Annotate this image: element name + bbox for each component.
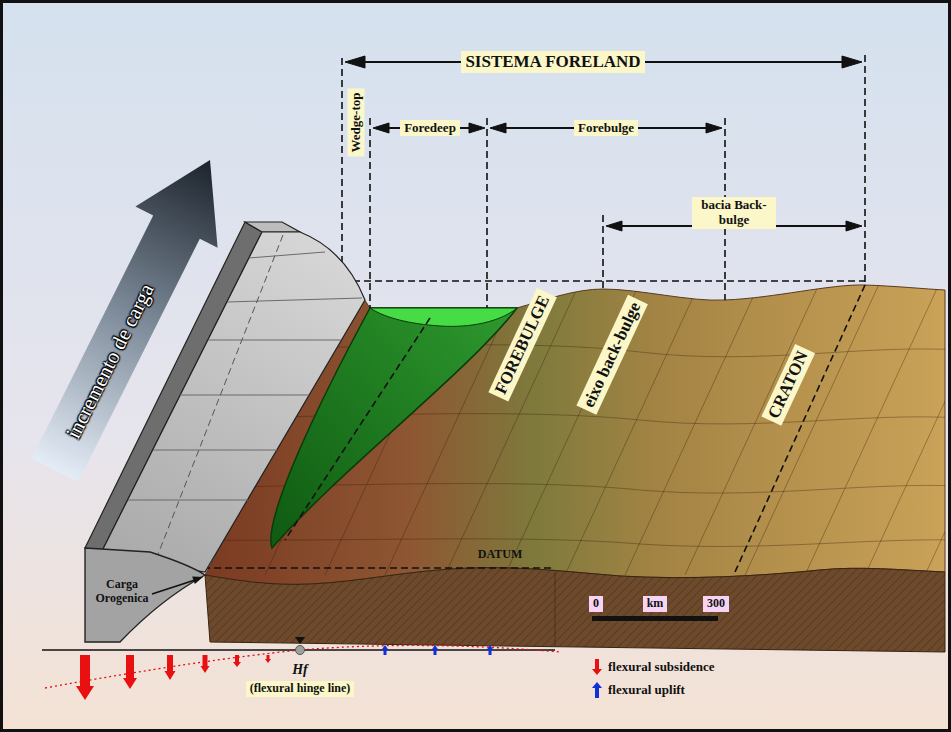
zone-label: Wedge-top — [348, 88, 365, 156]
node-text: SISTEMA FORELAND — [465, 52, 640, 72]
orogenic-load-front — [85, 548, 205, 642]
subsidence-arrow — [201, 655, 210, 673]
subsidence-arrow — [76, 655, 94, 700]
node-text: Foredeep — [404, 121, 456, 136]
load-increase-arrow — [32, 160, 218, 482]
grid-line — [745, 282, 880, 575]
dashed-line — [864, 55, 866, 285]
dashed-line — [735, 285, 865, 572]
legend-entry: flexural uplift — [608, 683, 685, 698]
grid-line — [565, 282, 700, 575]
legend-swatch — [592, 659, 602, 675]
dashed-line — [602, 215, 604, 289]
node-text: Wedge-top — [349, 92, 364, 152]
wedge-line — [180, 395, 309, 396]
uplift-arrow — [487, 645, 494, 655]
arrowhead — [469, 123, 485, 133]
wedge-line — [249, 252, 325, 258]
node-text: Forebulge — [578, 121, 634, 136]
legend-swatch — [592, 682, 602, 698]
grid-line — [925, 282, 951, 575]
scale-tick: km — [643, 596, 668, 612]
orogenic-load-block: Carga Orogenica — [86, 577, 158, 607]
wedge-line — [128, 500, 248, 501]
dashed-line — [369, 118, 371, 308]
zone-label: Foredeep — [400, 120, 460, 137]
arrowhead — [846, 221, 862, 231]
node-text: 300 — [707, 597, 725, 611]
node-text: bacia Back-bulge — [696, 198, 772, 228]
node-text: km — [647, 597, 664, 611]
scale-tick: 0 — [589, 596, 603, 612]
datum-label: DATUM — [478, 548, 522, 562]
legend-text: flexural uplift — [608, 682, 685, 697]
uplift-arrow — [382, 645, 389, 655]
dashed-line — [486, 118, 488, 308]
hinge-label: (flexural hinge line) — [246, 681, 355, 697]
dashed-line — [341, 58, 343, 281]
leader-arrowhead — [192, 576, 203, 584]
arrowhead — [373, 123, 389, 133]
wedge-line — [153, 450, 277, 451]
grid-line — [805, 282, 940, 575]
grid-line — [625, 282, 760, 575]
arrowhead — [345, 56, 365, 68]
arrowhead — [490, 123, 506, 133]
legend-entry: flexural subsidence — [608, 660, 715, 675]
node-text: Carga Orogenica — [90, 578, 154, 606]
wedge-line — [208, 340, 341, 341]
scale-bar — [592, 616, 718, 621]
block-front-face — [205, 568, 945, 652]
dimension-brackets — [345, 56, 862, 231]
label-text: Hf — [292, 662, 308, 677]
subsidence-arrow — [233, 655, 241, 667]
leader-arrow — [152, 580, 195, 594]
uplift-arrow — [432, 645, 439, 655]
hinge-symbol: Hf — [292, 662, 308, 678]
arrowhead — [606, 221, 622, 231]
subsidence-arrow — [123, 655, 137, 689]
zone-label: bacia Back-bulge — [692, 197, 776, 229]
subsidence-arrow — [165, 655, 176, 680]
wedge-line — [227, 298, 362, 302]
hinge-point — [296, 646, 305, 655]
datum-line — [170, 567, 555, 569]
node-text: 0 — [593, 597, 599, 611]
zone-label: Forebulge — [574, 120, 638, 137]
label-text: DATUM — [478, 547, 522, 561]
uplift-arrows — [382, 645, 494, 655]
grid-line — [150, 484, 951, 494]
arrowhead — [842, 56, 862, 68]
block-front-hatch — [205, 568, 945, 652]
foredeep-top — [370, 308, 517, 326]
node-text: (flexural hinge line) — [250, 682, 351, 696]
scale-tick: 300 — [703, 596, 729, 612]
hinge-marker — [295, 637, 305, 644]
legend-text: flexural subsidence — [608, 659, 715, 674]
system-label: SISTEMA FORELAND — [461, 51, 644, 73]
subsidence-arrow — [265, 655, 271, 663]
arrowhead — [706, 123, 722, 133]
face-line — [555, 572, 556, 647]
subsidence-arrows — [76, 655, 271, 700]
wedge-top-face — [245, 222, 300, 232]
grid-line — [865, 282, 951, 575]
